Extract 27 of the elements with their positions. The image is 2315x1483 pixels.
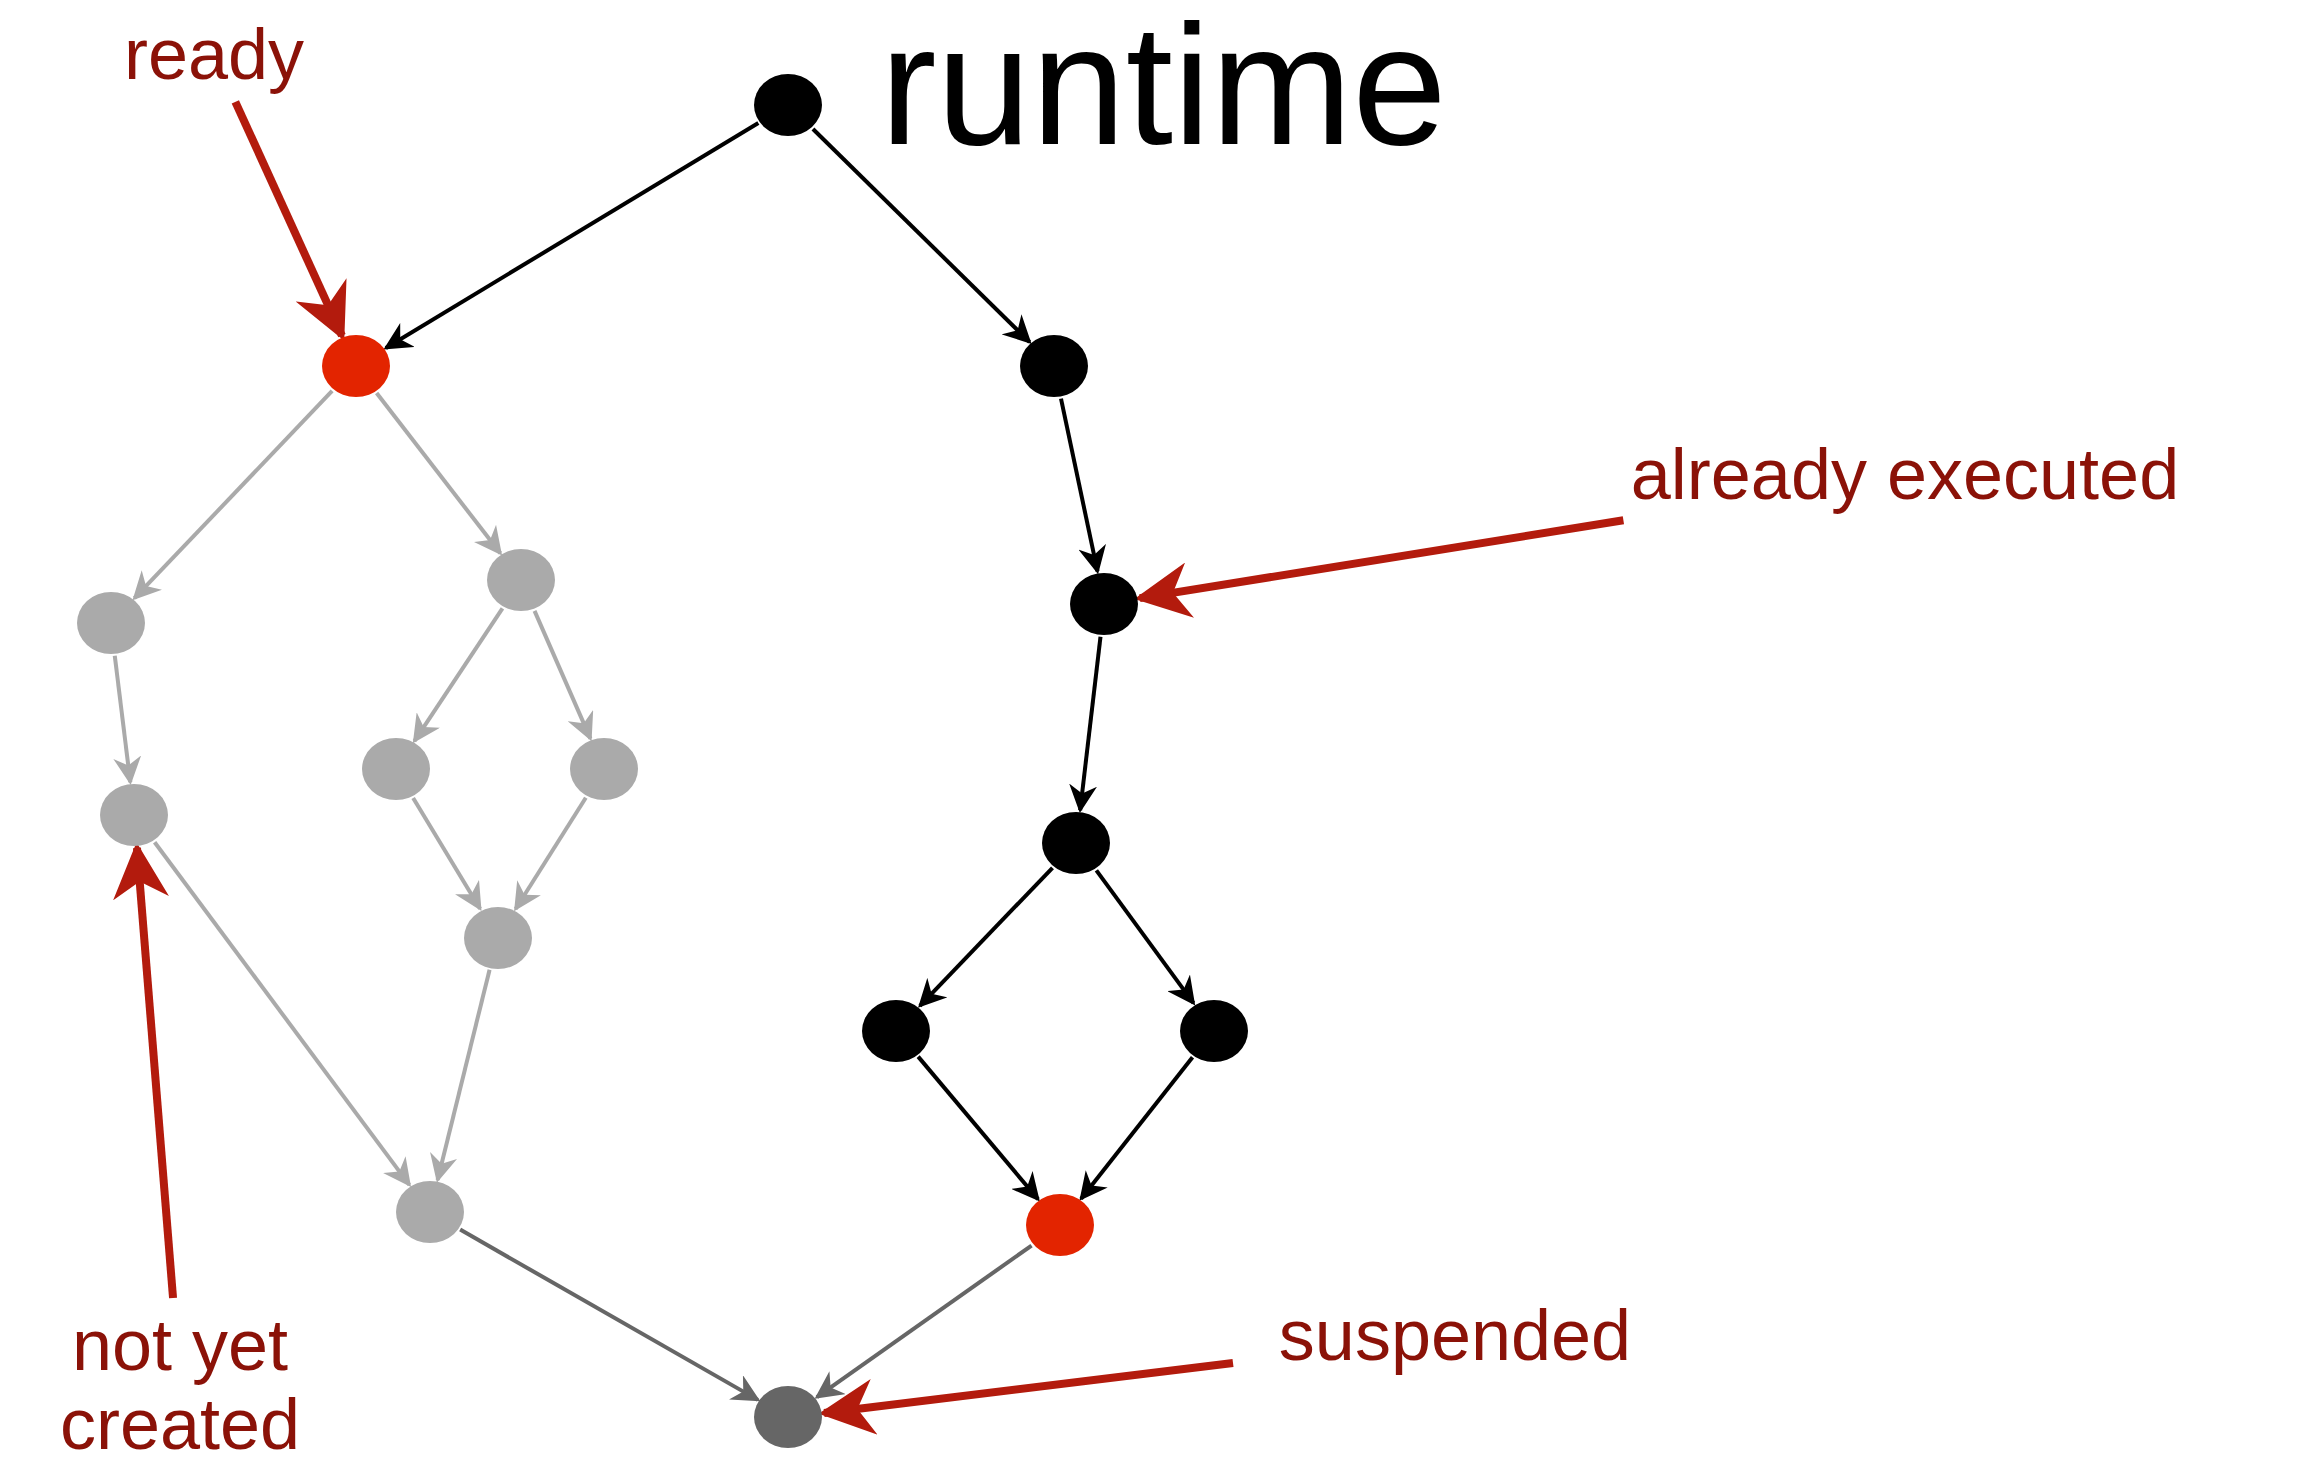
arrow bbox=[1069, 636, 1103, 813]
state-label: not yet created bbox=[58, 1305, 302, 1465]
arrow bbox=[918, 866, 1054, 1008]
state-dot bbox=[754, 1386, 823, 1449]
arrow bbox=[132, 389, 334, 601]
arrow bbox=[112, 655, 142, 785]
arrow bbox=[459, 1227, 761, 1402]
arrow bbox=[814, 1243, 1033, 1399]
arrow bbox=[412, 607, 505, 744]
arrow bbox=[153, 841, 412, 1188]
arrow bbox=[1079, 1056, 1195, 1201]
leader-arrow bbox=[231, 100, 347, 341]
arrow bbox=[916, 1055, 1040, 1202]
arrow bbox=[430, 969, 492, 1183]
state-label: already executed bbox=[1630, 435, 2180, 515]
state-label: suspended bbox=[1278, 1296, 1632, 1376]
arrow bbox=[383, 121, 760, 350]
arrow bbox=[1094, 869, 1196, 1006]
arrow bbox=[811, 127, 1032, 344]
state-label: ready bbox=[123, 15, 305, 95]
arrow bbox=[1059, 398, 1106, 575]
arrow bbox=[532, 610, 594, 742]
arrow bbox=[411, 797, 482, 912]
arrow bbox=[375, 391, 503, 556]
title: runtime bbox=[880, 0, 1447, 170]
state-dot bbox=[321, 335, 390, 398]
arrow bbox=[513, 796, 588, 912]
